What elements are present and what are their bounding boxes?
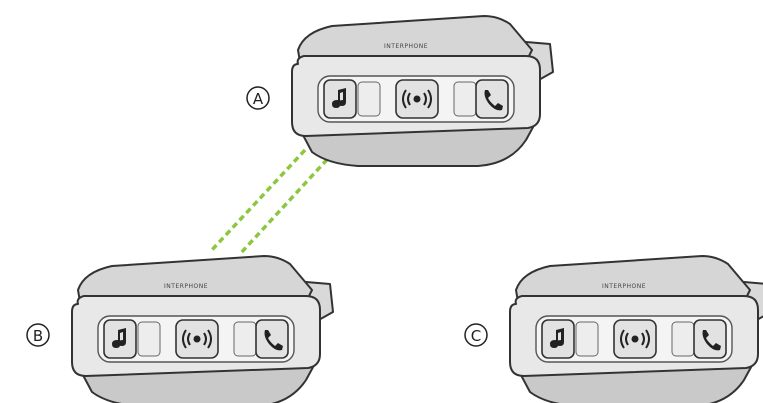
intercom-device-c: INTERPHONE [510, 256, 763, 403]
intercom-device-a: INTERPHONE [292, 16, 553, 166]
device-c-brand: INTERPHONE [602, 283, 646, 290]
device-a-marker: A [247, 87, 269, 109]
device-a-label: A [253, 90, 264, 108]
device-a-brand: INTERPHONE [384, 43, 428, 50]
device-c-label: C [471, 327, 481, 345]
pairing-link [210, 150, 334, 254]
intercom-device-b: INTERPHONE [72, 256, 333, 403]
device-c-marker: C [465, 324, 487, 346]
device-b-label: B [33, 327, 43, 345]
device-b-brand: INTERPHONE [164, 283, 208, 290]
device-b-marker: B [27, 324, 49, 346]
